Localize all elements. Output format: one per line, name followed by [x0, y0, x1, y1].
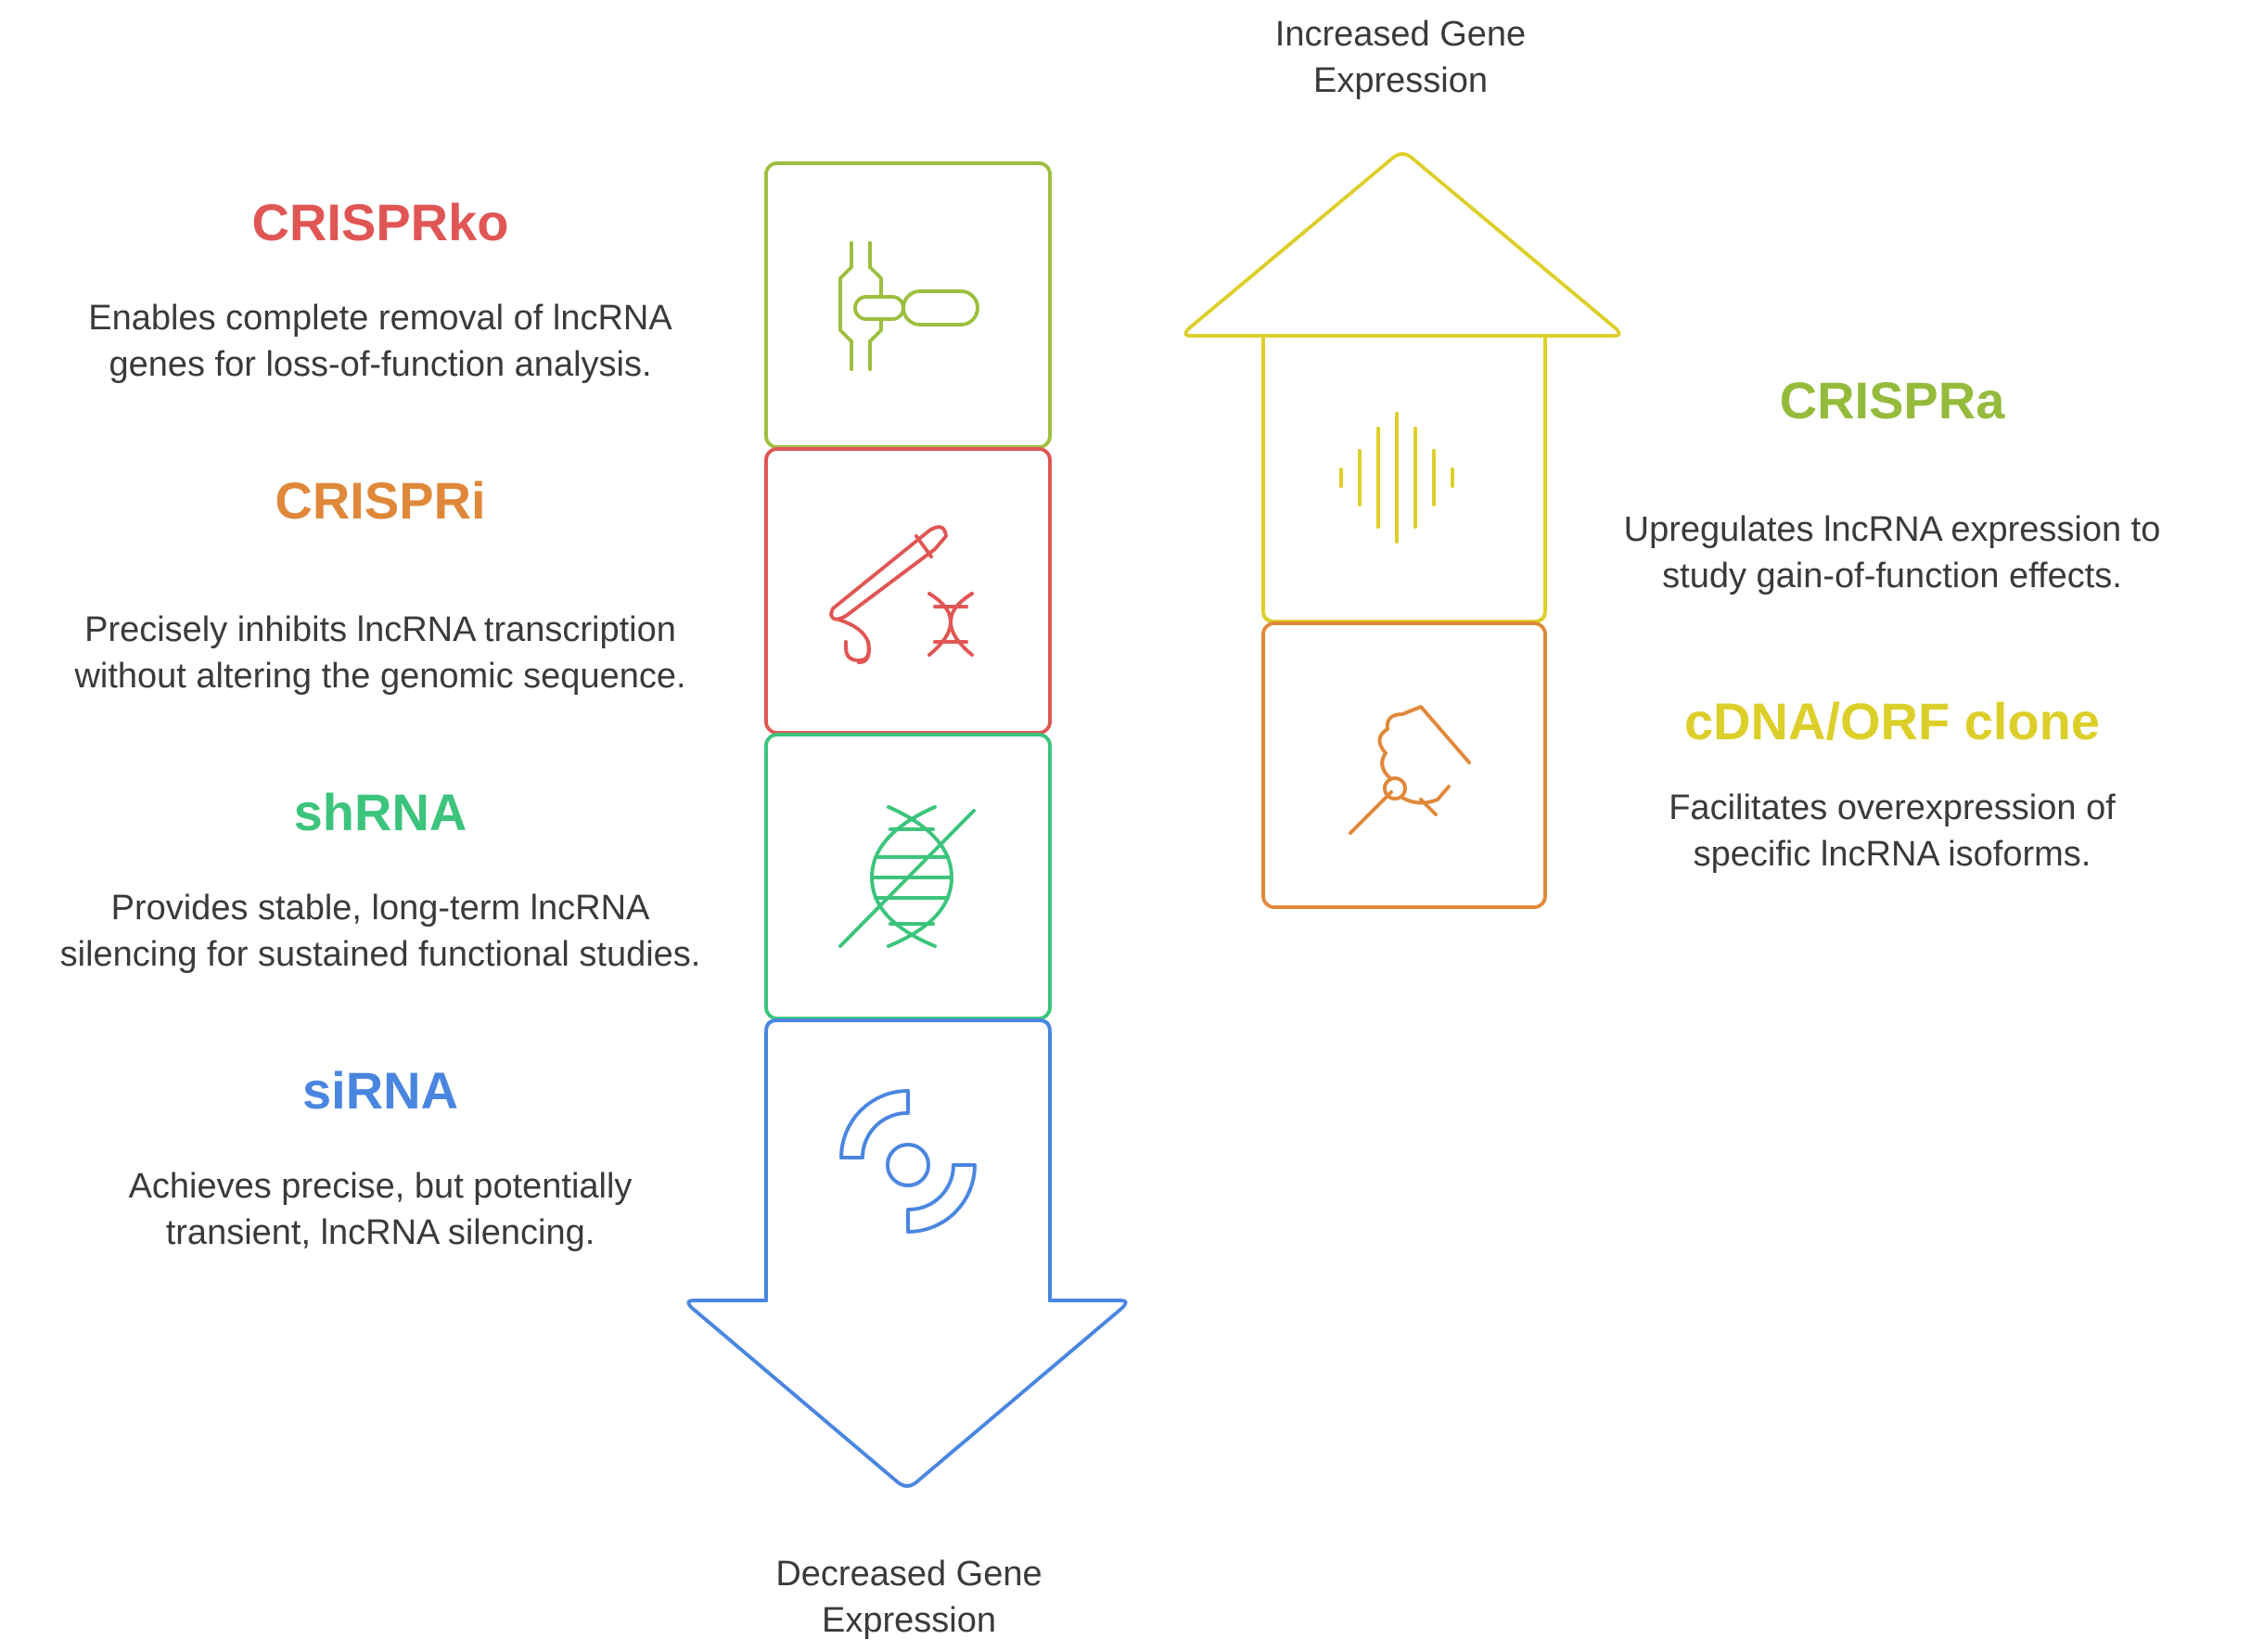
increased-line2: Expression [1313, 61, 1488, 100]
sirna-box [764, 1018, 1052, 1302]
crisprko-box [764, 161, 1052, 449]
shrna-description: Provides stable, long-term lncRNA silenc… [0, 885, 761, 978]
crispri-box [764, 447, 1052, 735]
pipette-hand-icon [1349, 705, 1471, 835]
decreased-line2: Expression [822, 1601, 996, 1640]
shrna-title: shRNA [293, 783, 467, 841]
decreased-line1: Decreased Gene [775, 1555, 1042, 1594]
sirna-desc-line2: transient, lncRNA silencing. [165, 1213, 595, 1252]
shrna-desc-line2: silencing for sustained functional studi… [59, 935, 701, 974]
down-arrow-head [686, 1299, 1128, 1488]
crisprko-description: Enables complete removal of lncRNA genes… [0, 295, 761, 388]
crispra-desc-line1: Upregulates lncRNA expression to [1623, 510, 2161, 549]
increased-line1: Increased Gene [1274, 15, 1527, 54]
cdna-title: cDNA/ORF clone [1683, 692, 2101, 750]
sound-wave-icon [1339, 412, 1454, 544]
cdna-desc-line1: Facilitates overexpression of [1669, 788, 2116, 827]
gene-knockout-icon [838, 241, 979, 371]
split-circle-icon [839, 1089, 977, 1234]
crispra-box [1261, 334, 1547, 623]
sirna-title: siRNA [301, 1061, 459, 1120]
shrna-desc-line1: Provides stable, long-term lncRNA [110, 889, 650, 928]
crispra-description: Upregulates lncRNA expression to study g… [1558, 506, 2226, 599]
cdna-box [1261, 621, 1547, 909]
sirna-desc-line1: Achieves precise, but potentially [128, 1167, 633, 1206]
dna-slash-icon [838, 805, 976, 948]
up-arrow-head [1183, 152, 1621, 338]
cdna-desc-line2: specific lncRNA isoforms. [1693, 835, 2091, 874]
increased-expression-label: Increased Gene Expression [1159, 11, 1642, 104]
crispri-desc-line1: Precisely inhibits lncRNA transcription [84, 610, 676, 649]
knife-dna-icon [829, 525, 974, 664]
crispra-title: CRISPRa [1779, 371, 2005, 429]
crispri-desc-line2: without altering the genomic sequence. [74, 657, 686, 696]
crispri-description: Precisely inhibits lncRNA transcription … [0, 607, 761, 699]
cdna-description: Facilitates overexpression of specific l… [1558, 785, 2226, 877]
crisprko-title: CRISPRko [251, 193, 509, 251]
crispri-title: CRISPRi [275, 471, 486, 530]
crisprko-desc-line1: Enables complete removal of lncRNA [88, 299, 672, 338]
crispra-desc-line2: study gain-of-function effects. [1662, 557, 2122, 595]
decreased-expression-label: Decreased Gene Expression [668, 1551, 1150, 1644]
sirna-description: Achieves precise, but potentially transi… [0, 1163, 761, 1256]
crisprko-desc-line2: genes for loss-of-function analysis. [109, 345, 652, 384]
